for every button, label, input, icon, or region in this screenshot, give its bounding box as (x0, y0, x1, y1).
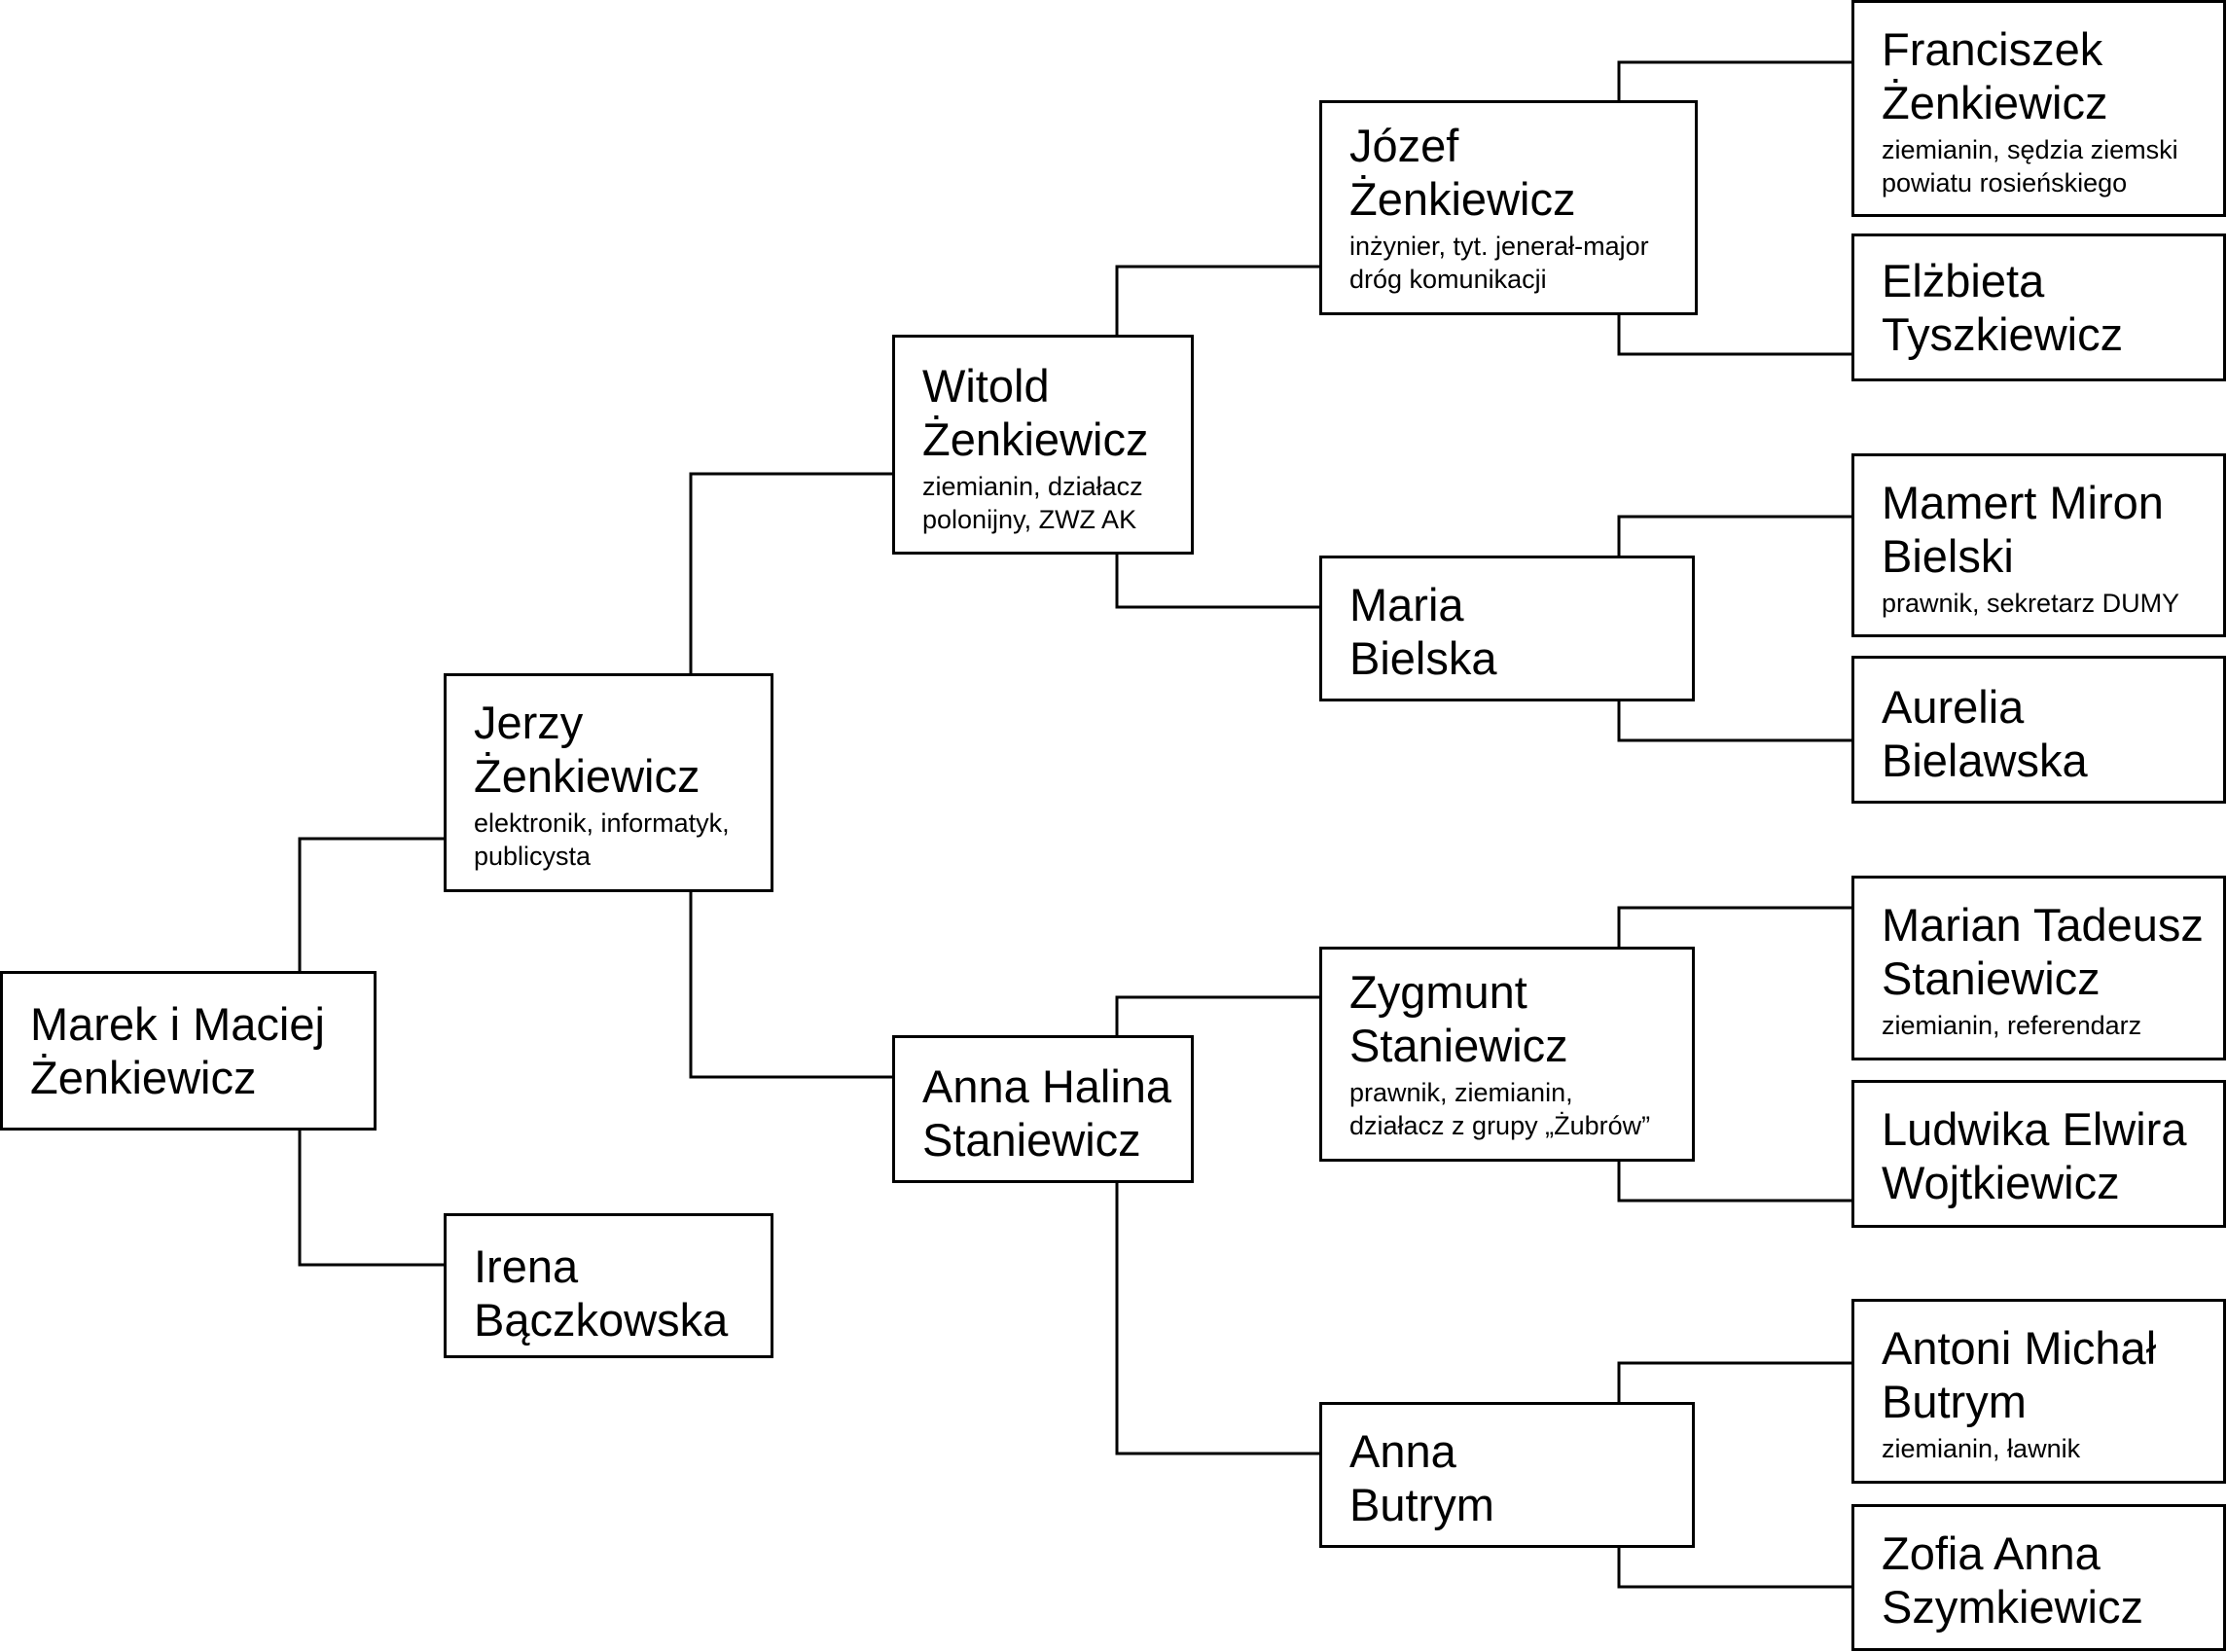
person-description: inżynier, tyt. jenerał-major dróg komuni… (1349, 232, 1649, 294)
connector-maria-aurelia (1617, 701, 1851, 742)
person-name: Zygmunt Staniewicz (1349, 966, 1568, 1071)
connector-jozef-elzbieta (1617, 315, 1851, 356)
person-name: Jerzy Żenkiewicz (474, 697, 700, 802)
person-box-jozef: Józef Żenkiewicz inżynier, tyt. jenerał-… (1319, 100, 1698, 315)
connector-root-jerzy (298, 837, 444, 971)
person-box-zofia: Zofia Anna Szymkiewicz (1851, 1504, 2226, 1651)
person-box-witold: Witold Żenkiewicz ziemianin, działacz po… (892, 335, 1194, 555)
person-box-maria: Maria Bielska (1319, 556, 1695, 701)
person-description: prawnik, ziemianin, działacz z grupy „Żu… (1349, 1078, 1651, 1140)
connector-root-irena (298, 1131, 444, 1267)
person-name: Marian Tadeusz Staniewicz (1882, 899, 2204, 1004)
person-name: Marek i Maciej Żenkiewicz (30, 998, 325, 1103)
connector-witold-jozef (1115, 265, 1319, 335)
person-name: Irena Bączkowska (474, 1240, 729, 1346)
connector-zygmunt-ludwika (1617, 1162, 1851, 1203)
person-name: Maria Bielska (1349, 579, 1497, 684)
person-name: Józef Żenkiewicz (1349, 120, 1576, 225)
person-name: Anna Halina Staniewicz (922, 1060, 1172, 1166)
connector-annahalina-zygmunt (1115, 995, 1319, 1035)
person-box-ludwika: Ludwika Elwira Wojtkiewicz (1851, 1080, 2226, 1228)
person-box-zygmunt: Zygmunt Staniewicz prawnik, ziemianin, d… (1319, 947, 1695, 1162)
person-name: Zofia Anna Szymkiewicz (1882, 1527, 2143, 1633)
connector-annabutrym-antoni (1617, 1361, 1851, 1402)
person-box-mamert: Mamert Miron Bielski prawnik, sekretarz … (1851, 453, 2226, 637)
person-description: ziemianin, ławnik (1882, 1434, 2081, 1463)
connector-annahalina-annabutrym (1115, 1183, 1319, 1455)
person-description: elektronik, informatyk, publicysta (474, 808, 730, 871)
person-box-irena: Irena Bączkowska (444, 1213, 773, 1358)
person-description: prawnik, sekretarz DUMY (1882, 589, 2180, 618)
person-box-antoni: Antoni Michał Butrym ziemianin, ławnik (1851, 1299, 2226, 1484)
person-box-aurelia: Aurelia Bielawska (1851, 656, 2226, 804)
person-name: Elżbieta Tyszkiewicz (1882, 255, 2124, 360)
person-name: Aurelia Bielawska (1882, 681, 2088, 786)
person-name: Franciszek Żenkiewicz (1882, 23, 2108, 128)
person-box-jerzy: Jerzy Żenkiewicz elektronik, informatyk,… (444, 673, 773, 892)
person-name: Witold Żenkiewicz (922, 360, 1149, 465)
connector-annabutrym-zofia (1617, 1548, 1851, 1589)
person-description: ziemianin, referendarz (1882, 1011, 2142, 1040)
person-name: Anna Butrym (1349, 1425, 1494, 1530)
person-box-anna-halina: Anna Halina Staniewicz (892, 1035, 1194, 1183)
person-name: Antoni Michał Butrym (1882, 1322, 2157, 1427)
connector-witold-maria (1115, 555, 1319, 609)
connector-jozef-franciszek (1617, 60, 1851, 100)
connector-jerzy-witold (689, 472, 892, 673)
person-description: ziemianin, działacz polonijny, ZWZ AK (922, 472, 1143, 534)
person-box-anna-butrym: Anna Butrym (1319, 1402, 1695, 1548)
connector-maria-mamert (1617, 515, 1851, 556)
person-box-root: Marek i Maciej Żenkiewicz (0, 971, 377, 1131)
person-name: Ludwika Elwira Wojtkiewicz (1882, 1103, 2187, 1208)
person-box-franciszek: Franciszek Żenkiewicz ziemianin, sędzia … (1851, 0, 2226, 217)
person-description: ziemianin, sędzia ziemski powiatu rosień… (1882, 135, 2178, 198)
connector-zygmunt-marian (1617, 906, 1851, 947)
connector-jerzy-annahalina (689, 892, 892, 1079)
person-name: Mamert Miron Bielski (1882, 477, 2164, 582)
person-box-elzbieta: Elżbieta Tyszkiewicz (1851, 233, 2226, 381)
person-box-marian: Marian Tadeusz Staniewicz ziemianin, ref… (1851, 876, 2226, 1060)
